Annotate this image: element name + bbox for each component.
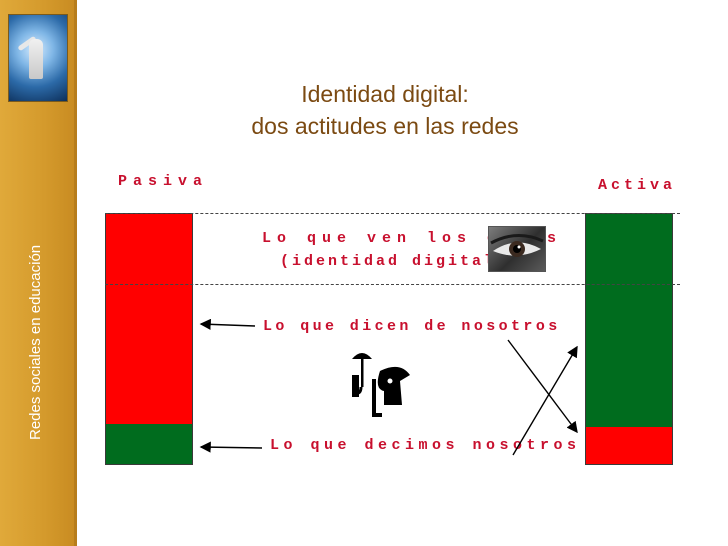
- sidebar-band: [0, 0, 74, 546]
- bar-pasiva-green-segment: [106, 424, 192, 464]
- sidebar-edge: [74, 0, 77, 546]
- text-decimos-nosotros: Lo que decimos nosotros: [270, 437, 581, 454]
- bar-activa-red-segment: [586, 426, 672, 464]
- sidebar-title: Redes sociales en educación: [27, 244, 44, 440]
- label-pasiva: Pasiva: [118, 173, 209, 190]
- text-identidad-digital: (identidad digital): [280, 253, 509, 270]
- eye-photo: [488, 226, 546, 272]
- arrow-decimos: [199, 441, 263, 453]
- umbrella-person-icon: [352, 353, 410, 417]
- title-line-2: dos actitudes en las redes: [251, 113, 519, 139]
- text-ven-otros: Lo que ven los otros: [262, 230, 563, 247]
- logo-figure: [29, 39, 43, 79]
- title-line-1: Identidad digital:: [301, 81, 469, 107]
- text-dicen-nosotros: Lo que dicen de nosotros: [263, 318, 561, 335]
- bar-activa-green-segment: [586, 214, 672, 427]
- slide-title: Identidad digital: dos actitudes en las …: [200, 78, 570, 142]
- dashed-line-middle: [105, 284, 680, 285]
- bar-pasiva-red-segment: [106, 214, 192, 424]
- globe-logo: [8, 14, 68, 102]
- eye-icon: [490, 234, 544, 257]
- label-activa: Activa: [598, 177, 677, 194]
- arrow-dicen: [199, 318, 256, 330]
- bar-pasiva: [105, 213, 193, 465]
- dashed-line-top: [105, 213, 680, 214]
- bar-activa: [585, 213, 673, 465]
- arrow-cross-down: [507, 339, 578, 434]
